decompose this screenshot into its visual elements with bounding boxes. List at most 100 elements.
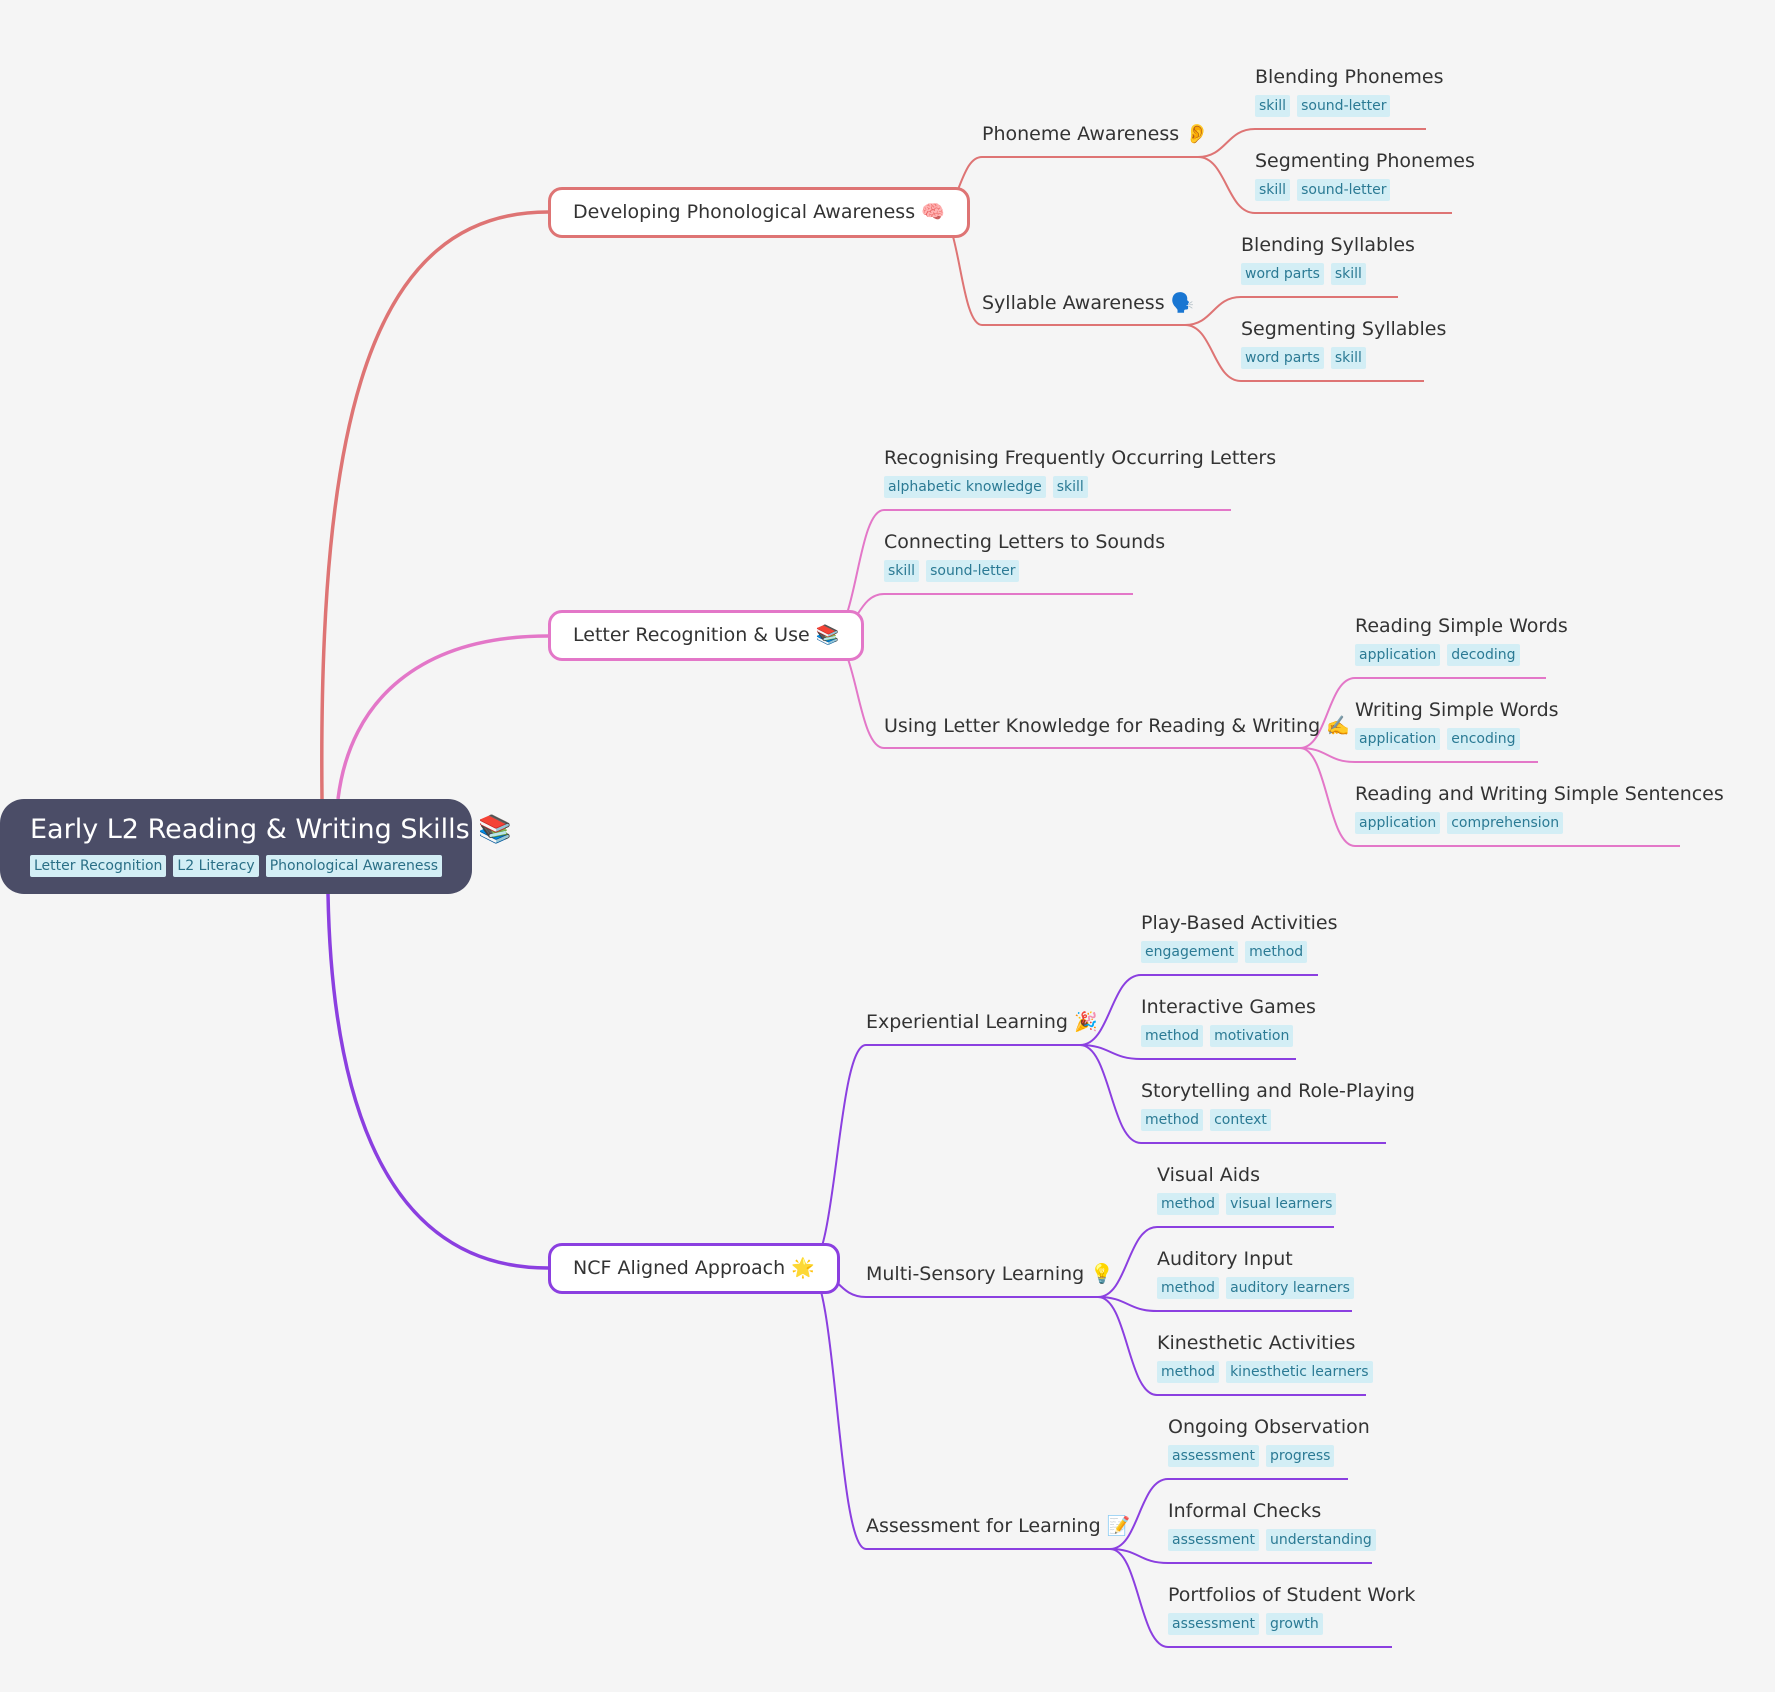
- root-node[interactable]: Early L2 Reading & Writing Skills 📚 Lett…: [0, 799, 512, 894]
- link-leaf: [1109, 1548, 1169, 1648]
- leaf-writing-simple-words[interactable]: Writing Simple Words application encoding: [1355, 697, 1559, 750]
- tag: visual learners: [1226, 1193, 1337, 1215]
- tag: word parts: [1241, 347, 1324, 369]
- leaf-title: Reading and Writing Simple Sentences: [1355, 783, 1724, 805]
- sub-experiential-learning[interactable]: Experiential Learning 🎉: [866, 1011, 1098, 1033]
- tag: skill: [1330, 347, 1366, 369]
- leaf-title: Informal Checks: [1168, 1500, 1322, 1522]
- root-link-ncf: [326, 893, 549, 1270]
- leaf-title: Writing Simple Words: [1355, 699, 1559, 721]
- tag: skill: [1330, 263, 1366, 285]
- tag: assessment: [1168, 1529, 1259, 1551]
- tag: encoding: [1447, 728, 1520, 750]
- leaf-title: Segmenting Syllables: [1241, 318, 1447, 340]
- tag: application: [1355, 644, 1441, 666]
- root-tag: Letter Recognition: [30, 855, 167, 877]
- leaf-title: Auditory Input: [1157, 1248, 1293, 1270]
- tag: skill: [1255, 95, 1291, 117]
- root-title: Early L2 Reading & Writing Skills 📚: [30, 814, 512, 845]
- link-leaf: [1109, 1548, 1169, 1564]
- branch-phonological-awareness[interactable]: Developing Phonological Awareness 🧠: [548, 187, 970, 238]
- tag: comprehension: [1447, 812, 1564, 834]
- leaf-title: Portfolios of Student Work: [1168, 1584, 1416, 1606]
- leaf-interactive-games[interactable]: Interactive Games method motivation: [1141, 994, 1316, 1047]
- leaf-title: Recognising Frequently Occurring Letters: [884, 447, 1277, 469]
- leaf-title: Blending Phonemes: [1255, 66, 1444, 88]
- tag: application: [1355, 812, 1441, 834]
- sub-syllable-awareness[interactable]: Syllable Awareness 🗣️: [982, 292, 1195, 314]
- root-tag: L2 Literacy: [173, 855, 259, 877]
- leaf-storytelling-role-playing[interactable]: Storytelling and Role-Playing method cont…: [1141, 1078, 1415, 1131]
- link-leaf: [1197, 128, 1256, 158]
- leaf-title: Play-Based Activities: [1141, 912, 1338, 934]
- tag: understanding: [1265, 1529, 1376, 1551]
- leaf-title: Visual Aids: [1157, 1164, 1260, 1186]
- link-leaf: [1197, 156, 1256, 214]
- root-tag: Phonological Awareness: [265, 855, 443, 877]
- leaf-recognising-letters[interactable]: Recognising Frequently Occurring Letters…: [884, 445, 1276, 498]
- leaf-title: Kinesthetic Activities: [1157, 1332, 1356, 1354]
- leaf-title: Storytelling and Role-Playing: [1141, 1080, 1415, 1102]
- leaf-title: Blending Syllables: [1241, 234, 1415, 256]
- tag: progress: [1265, 1445, 1335, 1467]
- link-leaf: [1079, 1044, 1142, 1060]
- sub-phoneme-awareness[interactable]: Phoneme Awareness 👂: [982, 123, 1209, 145]
- tag: method: [1141, 1109, 1204, 1131]
- link-leaf: [1299, 747, 1356, 847]
- leaf-title: Ongoing Observation: [1168, 1416, 1370, 1438]
- tag: sound-letter: [926, 560, 1020, 582]
- tag: assessment: [1168, 1613, 1259, 1635]
- leaf-auditory-input[interactable]: Auditory Input method auditory learners: [1157, 1246, 1354, 1299]
- link-leaf: [1097, 1296, 1158, 1396]
- tag: motivation: [1210, 1025, 1294, 1047]
- link-leaf: [1079, 974, 1142, 1046]
- tag: method: [1245, 941, 1308, 963]
- link-leaf: [1079, 1044, 1142, 1144]
- sub-multisensory-learning[interactable]: Multi-Sensory Learning 💡: [866, 1263, 1114, 1285]
- tag: skill: [884, 560, 920, 582]
- tag: word parts: [1241, 263, 1324, 285]
- leaf-title: Segmenting Phonemes: [1255, 150, 1475, 172]
- tag: application: [1355, 728, 1441, 750]
- link-leaf: [1109, 1478, 1169, 1550]
- tag: method: [1157, 1277, 1220, 1299]
- tag: skill: [1052, 476, 1088, 498]
- sub-using-letter-knowledge[interactable]: Using Letter Knowledge for Reading & Wri…: [884, 715, 1350, 737]
- tag: alphabetic knowledge: [884, 476, 1046, 498]
- branch-letter-recognition[interactable]: Letter Recognition & Use 📚: [548, 610, 865, 661]
- link-leaf: [1299, 747, 1356, 763]
- leaf-title: Interactive Games: [1141, 996, 1316, 1018]
- leaf-segmenting-syllables[interactable]: Segmenting Syllables word parts skill: [1241, 316, 1446, 369]
- leaf-portfolios-student-work[interactable]: Portfolios of Student Work assessment gro…: [1168, 1582, 1415, 1635]
- root-tags: Letter Recognition L2 Literacy Phonologi…: [30, 855, 443, 877]
- tag: sound-letter: [1297, 179, 1391, 201]
- leaf-connecting-letters-sounds[interactable]: Connecting Letters to Sounds skill sound-…: [884, 529, 1165, 582]
- link-leaf: [1184, 296, 1242, 326]
- leaf-reading-writing-sentences[interactable]: Reading and Writing Simple Sentences app…: [1355, 781, 1724, 834]
- link-leaf: [1097, 1296, 1158, 1312]
- link-experiential: [807, 1044, 867, 1269]
- sub-assessment-for-learning[interactable]: Assessment for Learning 📝: [866, 1515, 1131, 1537]
- tag: method: [1141, 1025, 1204, 1047]
- tag: kinesthetic learners: [1226, 1361, 1373, 1383]
- leaf-informal-checks[interactable]: Informal Checks assessment understanding: [1168, 1498, 1376, 1551]
- leaf-visual-aids[interactable]: Visual Aids method visual learners: [1157, 1162, 1337, 1215]
- root-link-letter: [336, 634, 549, 800]
- link-leaf: [1184, 324, 1242, 382]
- tag: auditory learners: [1226, 1277, 1354, 1299]
- tag: context: [1210, 1109, 1271, 1131]
- tag: method: [1157, 1361, 1220, 1383]
- leaf-kinesthetic-activities[interactable]: Kinesthetic Activities method kinesthetic…: [1157, 1330, 1373, 1383]
- leaf-title: Connecting Letters to Sounds: [884, 531, 1166, 553]
- leaf-title: Reading Simple Words: [1355, 615, 1568, 637]
- tag: method: [1157, 1193, 1220, 1215]
- root-link-phonological: [320, 210, 549, 800]
- tag: growth: [1265, 1613, 1323, 1635]
- branch-ncf-approach[interactable]: NCF Aligned Approach 🌟: [548, 1243, 840, 1294]
- leaf-blending-syllables[interactable]: Blending Syllables word parts skill: [1241, 232, 1415, 285]
